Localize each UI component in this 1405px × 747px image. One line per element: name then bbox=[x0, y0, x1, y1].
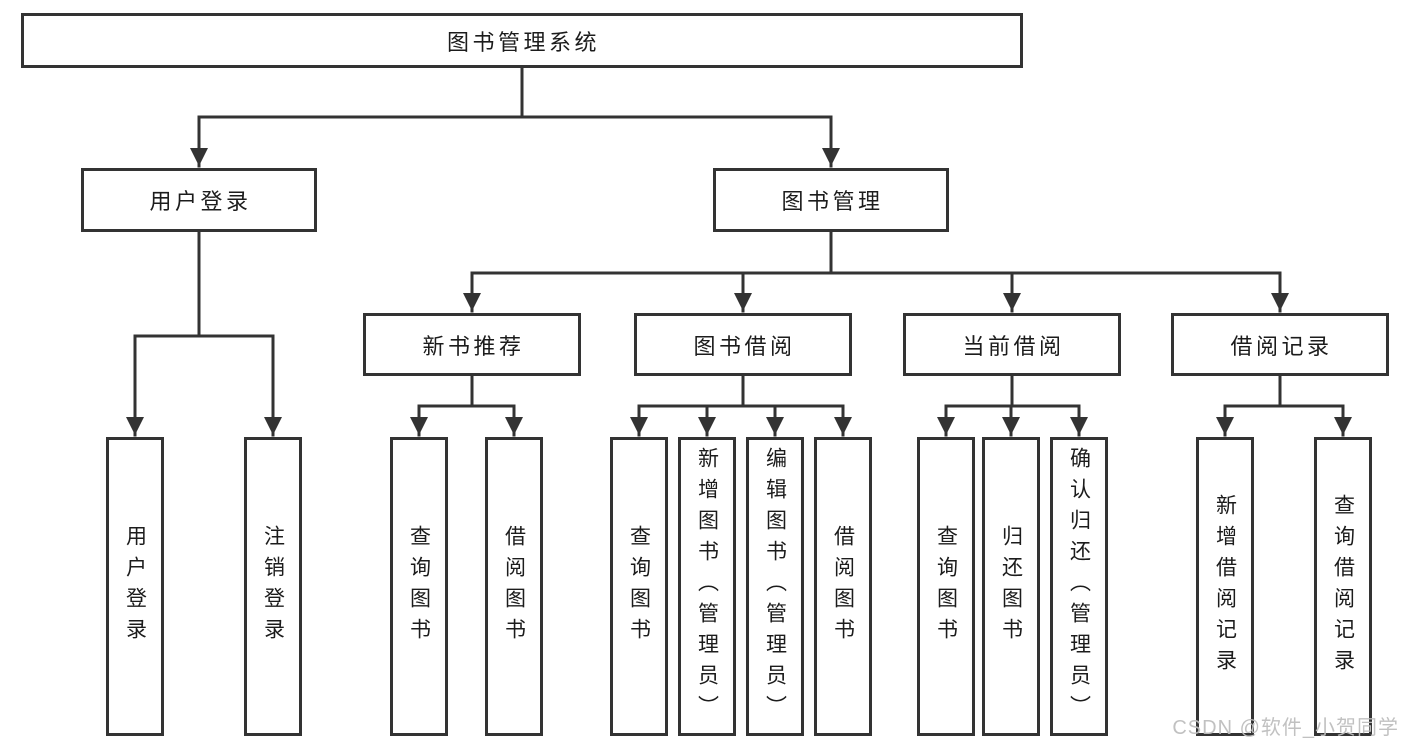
node-user-login: 用户登录 bbox=[81, 168, 317, 232]
node-current-borrowing: 当前借阅 bbox=[903, 313, 1121, 376]
leaf-borrow-books: 借阅图书 bbox=[814, 437, 872, 736]
node-label: 查询借阅记录 bbox=[1331, 493, 1355, 680]
leaf-query-books-recommend: 查询图书 bbox=[390, 437, 448, 736]
node-label: 借阅图书 bbox=[831, 524, 855, 649]
node-new-book-recommendation: 新书推荐 bbox=[363, 313, 581, 376]
node-label: 用户登录 bbox=[149, 189, 252, 214]
node-label: 确认归还（管理员） bbox=[1067, 447, 1091, 726]
leaf-query-borrow-record: 查询借阅记录 bbox=[1314, 437, 1372, 736]
leaf-borrow-books-recommend: 借阅图书 bbox=[485, 437, 543, 736]
node-label: 新书推荐 bbox=[422, 333, 525, 359]
node-label: 查询图书 bbox=[934, 524, 958, 649]
node-label: 新增图书（管理员） bbox=[695, 447, 719, 726]
leaf-user-login: 用户登录 bbox=[106, 437, 164, 736]
leaf-query-books-borrowing: 查询图书 bbox=[610, 437, 668, 736]
connector-group bbox=[126, 66, 1352, 437]
node-label: 借阅图书 bbox=[502, 524, 526, 649]
leaf-return-books: 归还图书 bbox=[982, 437, 1040, 736]
node-library-management-system: 图书管理系统 bbox=[21, 13, 1023, 68]
node-label: 借阅记录 bbox=[1230, 333, 1333, 359]
node-label: 用户登录 bbox=[123, 524, 147, 649]
node-label: 查询图书 bbox=[627, 524, 651, 649]
node-label: 查询图书 bbox=[407, 524, 431, 649]
leaf-confirm-return-admin: 确认归还（管理员） bbox=[1050, 437, 1108, 736]
node-label: 注销登录 bbox=[261, 524, 285, 649]
node-book-management: 图书管理 bbox=[713, 168, 949, 232]
leaf-edit-book-admin: 编辑图书（管理员） bbox=[746, 437, 804, 736]
leaf-add-borrow-record: 新增借阅记录 bbox=[1196, 437, 1254, 736]
csdn-watermark: CSDN @软件_小贺同学 bbox=[1172, 717, 1399, 739]
node-borrowing-records: 借阅记录 bbox=[1171, 313, 1389, 376]
leaf-query-books-current: 查询图书 bbox=[917, 437, 975, 736]
node-label: 图书管理 bbox=[781, 189, 884, 214]
leaf-add-book-admin: 新增图书（管理员） bbox=[678, 437, 736, 736]
node-book-borrowing: 图书借阅 bbox=[634, 313, 852, 376]
node-label: 图书借阅 bbox=[693, 333, 796, 359]
node-label: 图书管理系统 bbox=[446, 29, 600, 55]
node-label: 编辑图书（管理员） bbox=[763, 447, 787, 726]
leaf-logout: 注销登录 bbox=[244, 437, 302, 736]
node-label: 新增借阅记录 bbox=[1213, 493, 1237, 680]
node-label: 当前借阅 bbox=[962, 333, 1065, 359]
node-label: 归还图书 bbox=[999, 524, 1023, 649]
